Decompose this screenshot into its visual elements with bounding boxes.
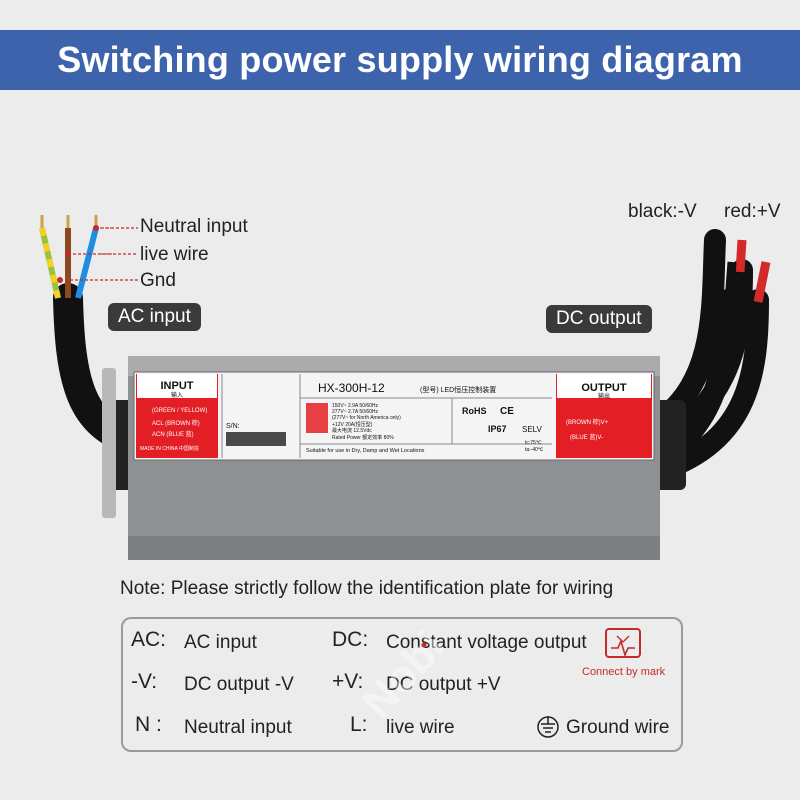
connect-mark-box [605,628,641,658]
legend-key-l: L: [350,713,368,736]
legend-value-ac: AC input [184,632,257,653]
plate-input-row: ACN (BLUE 蓝) [152,430,194,438]
neutral-input-label: Neutral input [140,216,248,237]
plate-spec: (277V~ for North America only) [332,415,401,421]
legend-key-minus-v: -V: [131,670,158,693]
plate-output-row: (BROWN 棕)V+ [566,418,609,426]
legend-key-dc: DC: [332,628,369,651]
gnd-label: Gnd [140,270,176,291]
connect-mark-caption: Connect by mark [582,666,666,678]
legend-key-plus-v: +V: [332,670,364,693]
legend-value-l: live wire [386,717,455,738]
legend-key-ac: AC: [131,628,167,651]
red-wire-label: red:+V [724,201,781,222]
plate-input-row: (GREEN / YELLOW) [152,408,207,414]
legend-ground-label: Ground wire [566,717,670,738]
plate-suitable: Suitable for use in Dry, Damp and Wet Lo… [306,448,425,454]
legend-value-minus-v: DC output -V [184,674,294,695]
plate-output-row: (BLUE 蓝)V- [570,433,603,441]
wiring-note: Note: Please strictly follow the identif… [120,578,614,599]
legend-value-plus-v: DC output +V [386,674,501,695]
legend-value-dc: Constant voltage output [386,632,587,653]
page-title: Switching power supply wiring diagram [0,30,800,90]
plate-output-title: OUTPUT [581,382,627,394]
plate-temp: ta:-40℃ [525,447,544,453]
plate-input-row: ACL (BROWN 棕) [152,419,200,427]
dc-output-tag: DC output [546,305,652,333]
black-wire-label: black:-V [628,201,697,222]
plate-spec: 277V~ 2.7A 50/60Hz [332,409,379,415]
plate-output-subtitle: 输出 [598,392,610,400]
plate-input-footer: MADE IN CHINA 中国制造 [140,445,199,452]
plate-spec: 最大电流 12.5Vdc [332,427,372,434]
plate-temp: tc:75℃ [525,440,542,446]
plate-sn: S/N: [226,423,240,430]
plate-spec: +12V 20A(恒压型) [332,421,373,428]
plate-cert-ce: CE [500,406,514,417]
plate-model-suffix: (型号) LED恒压控制装置 [420,385,496,394]
ac-input-tag: AC input [108,303,201,331]
plate-cert-rohs: RoHS [462,406,487,416]
plate-cert-ip67: IP67 [488,424,507,434]
legend-key-n: N : [135,713,162,736]
plate-cert-selv: SELV [522,425,543,434]
plate-model: HX-300H-12 [318,381,385,395]
plate-input-subtitle: 输入 [171,391,183,399]
power-supply-body [102,356,686,560]
plate-spec: Rated Power 额定效率 80% [332,434,394,441]
live-wire-label: live wire [140,244,209,265]
legend-value-n: Neutral input [184,717,292,738]
legend-box [121,617,683,752]
plate-input-title: INPUT [161,380,194,392]
plate-spec: 150V~ 2.9A 50/60Hz [332,403,379,409]
